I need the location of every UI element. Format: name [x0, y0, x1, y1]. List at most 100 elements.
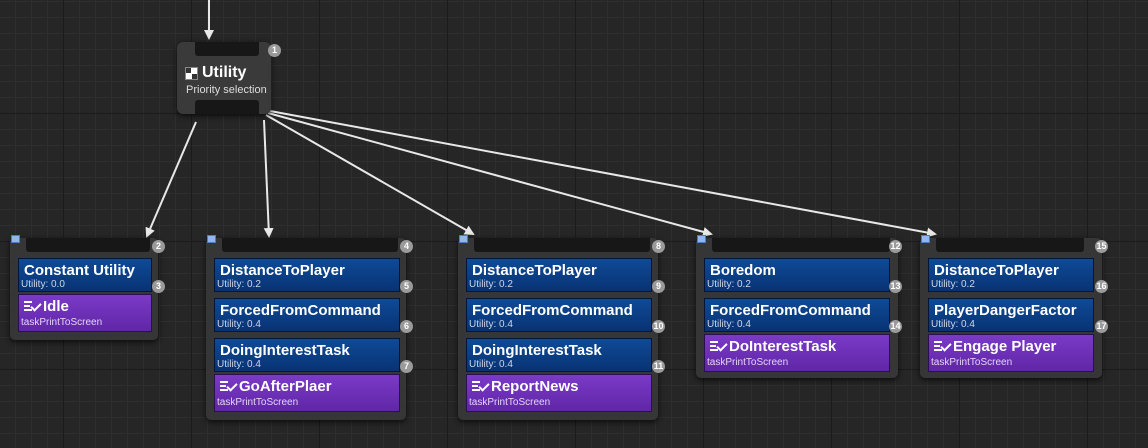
node-corner-icon	[921, 235, 930, 243]
decorator-distance-to-player[interactable]: DistanceToPlayer Utility: 0.2	[214, 258, 400, 292]
execution-index-badge: 16	[1095, 280, 1108, 293]
node-input-pin[interactable]	[26, 238, 150, 252]
wire-to-group-2	[263, 119, 274, 238]
child-node-group[interactable]: 8 DistanceToPlayer Utility: 0.2 9 Forced…	[458, 235, 665, 420]
child-node-group[interactable]: 15 DistanceToPlayer Utility: 0.2 16 Play…	[920, 235, 1108, 378]
decorator-name: DistanceToPlayer	[220, 262, 345, 279]
decorator-value: Utility: 0.4	[931, 319, 975, 330]
task-icon	[934, 340, 952, 353]
decorator-value: Utility: 0.4	[469, 359, 513, 370]
task-class: taskPrintToScreen	[217, 397, 299, 408]
execution-index-badge: 7	[400, 360, 413, 373]
decorator-doing-interest-task[interactable]: DoingInterestTask Utility: 0.4	[466, 338, 652, 372]
child-node-group[interactable]: 4 DistanceToPlayer Utility: 0.2 5 Forced…	[206, 235, 413, 420]
root-input-pin[interactable]	[195, 42, 259, 56]
decorator-value: Utility: 0.2	[217, 279, 261, 290]
root-title: Utility	[185, 64, 246, 82]
decorator-value: Utility: 0.2	[469, 279, 513, 290]
task-icon	[24, 300, 42, 313]
task-idle[interactable]: Idle taskPrintToScreen	[18, 294, 152, 332]
decorator-boredom[interactable]: Boredom Utility: 0.2	[704, 258, 890, 292]
wire-to-group-5	[269, 110, 937, 238]
decorator-value: Utility: 0.4	[217, 319, 261, 330]
task-name: ReportNews	[491, 378, 579, 395]
execution-index-badge: 3	[152, 280, 165, 293]
task-go-after-plaer[interactable]: GoAfterPlaer taskPrintToScreen	[214, 374, 400, 412]
decorator-value: Utility: 0.4	[469, 319, 513, 330]
wire-to-group-1	[145, 121, 197, 238]
execution-index-badge: 17	[1095, 320, 1108, 333]
decorator-value: Utility: 0.0	[21, 279, 65, 290]
node-input-pin[interactable]	[474, 238, 650, 252]
execution-index-badge: 11	[652, 360, 665, 373]
decorator-forced-from-command[interactable]: ForcedFromCommand Utility: 0.4	[466, 298, 652, 332]
decorator-name: DistanceToPlayer	[472, 262, 597, 279]
execution-index-badge: 6	[400, 320, 413, 333]
task-name: Idle	[43, 298, 69, 315]
child-node-group[interactable]: 12 Boredom Utility: 0.2 13 ForcedFromCom…	[696, 235, 902, 378]
root-title-text: Utility	[202, 64, 247, 81]
execution-index-badge: 2	[152, 240, 165, 253]
task-name: DoInterestTask	[729, 338, 837, 355]
task-name: Engage Player	[953, 338, 1057, 355]
utility-root-node[interactable]: Utility Priority selection 1	[177, 42, 281, 114]
decorator-distance-to-player[interactable]: DistanceToPlayer Utility: 0.2	[928, 258, 1094, 292]
wire-to-group-3	[265, 114, 475, 235]
node-input-pin[interactable]	[936, 238, 1084, 252]
task-do-interest-task[interactable]: DoInterestTask taskPrintToScreen	[704, 334, 890, 372]
root-output-pin[interactable]	[195, 100, 259, 114]
node-input-pin[interactable]	[712, 238, 890, 252]
node-corner-icon	[459, 235, 468, 243]
decorator-name: ForcedFromCommand	[220, 302, 381, 319]
execution-index-badge: 14	[889, 320, 902, 333]
execution-index-badge: 13	[889, 280, 902, 293]
execution-index-badge: 8	[652, 240, 665, 253]
task-class: taskPrintToScreen	[21, 317, 103, 328]
decorator-name: DoingInterestTask	[220, 342, 350, 359]
decorator-value: Utility: 0.2	[707, 279, 751, 290]
execution-index-badge: 1	[268, 44, 281, 57]
decorator-value: Utility: 0.4	[217, 359, 261, 370]
decorator-value: Utility: 0.4	[707, 319, 751, 330]
execution-index-badge: 10	[652, 320, 665, 333]
decorator-name: Boredom	[710, 262, 776, 279]
execution-index-badge: 12	[889, 240, 902, 253]
task-report-news[interactable]: ReportNews taskPrintToScreen	[466, 374, 652, 412]
task-class: taskPrintToScreen	[469, 397, 551, 408]
decorator-constant-utility[interactable]: Constant Utility Utility: 0.0	[18, 258, 152, 292]
task-class: taskPrintToScreen	[931, 357, 1013, 368]
task-icon	[710, 340, 728, 353]
decorator-name: DistanceToPlayer	[934, 262, 1059, 279]
node-input-pin[interactable]	[222, 238, 398, 252]
task-title: ReportNews	[472, 378, 579, 395]
decorator-name: DoingInterestTask	[472, 342, 602, 359]
root-subtitle: Priority selection	[186, 84, 267, 96]
node-corner-icon	[11, 235, 20, 243]
decorator-doing-interest-task[interactable]: DoingInterestTask Utility: 0.4	[214, 338, 400, 372]
task-icon	[220, 380, 238, 393]
decorator-name: Constant Utility	[24, 262, 135, 279]
task-icon	[472, 380, 490, 393]
wire-to-group-4	[267, 112, 713, 237]
decorator-name: ForcedFromCommand	[710, 302, 871, 319]
decorator-distance-to-player[interactable]: DistanceToPlayer Utility: 0.2	[466, 258, 652, 292]
execution-index-badge: 15	[1095, 240, 1108, 253]
node-corner-icon	[697, 235, 706, 243]
task-title: Idle	[24, 298, 69, 315]
task-title: Engage Player	[934, 338, 1056, 355]
decorator-player-danger-factor[interactable]: PlayerDangerFactor Utility: 0.4	[928, 298, 1094, 332]
task-class: taskPrintToScreen	[707, 357, 789, 368]
decorator-forced-from-command[interactable]: ForcedFromCommand Utility: 0.4	[704, 298, 890, 332]
child-node-group[interactable]: 2 Constant Utility Utility: 0.0 3 Idle t…	[10, 235, 165, 340]
decorator-name: PlayerDangerFactor	[934, 302, 1077, 319]
task-engage-player[interactable]: Engage Player taskPrintToScreen	[928, 334, 1094, 372]
execution-index-badge: 9	[652, 280, 665, 293]
execution-index-badge: 4	[400, 240, 413, 253]
decorator-name: ForcedFromCommand	[472, 302, 633, 319]
execution-index-badge: 5	[400, 280, 413, 293]
node-corner-icon	[207, 235, 216, 243]
decorator-value: Utility: 0.2	[931, 279, 975, 290]
task-name: GoAfterPlaer	[239, 378, 332, 395]
decorator-forced-from-command[interactable]: ForcedFromCommand Utility: 0.4	[214, 298, 400, 332]
